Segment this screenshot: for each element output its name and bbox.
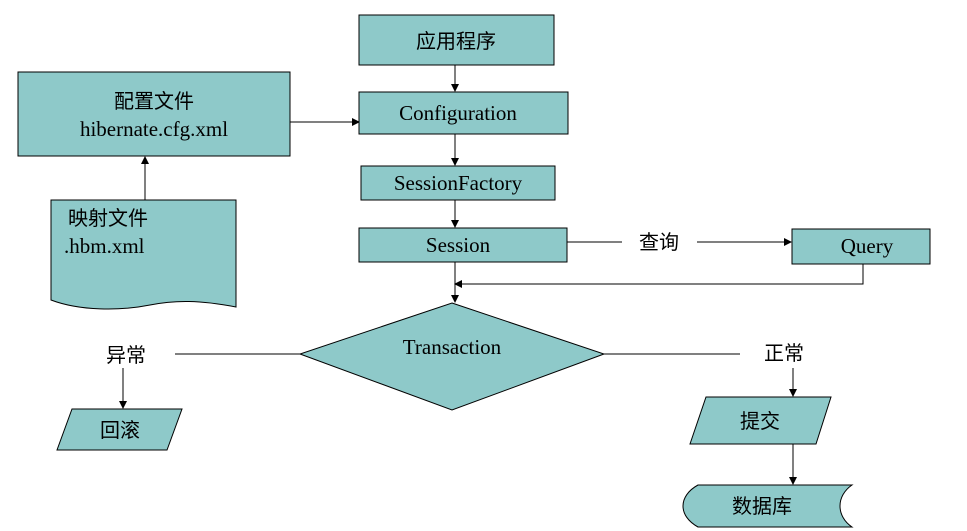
node-app: 应用程序 xyxy=(358,14,555,66)
node-session-label: Session xyxy=(426,233,491,257)
node-app-label: 应用程序 xyxy=(416,29,496,53)
node-database: 数据库 xyxy=(682,484,854,528)
node-mapping-file: 映射文件 .hbm.xml xyxy=(50,199,237,310)
node-session-factory: SessionFactory xyxy=(360,165,556,201)
node-rollback-label: 回滚 xyxy=(100,418,140,442)
node-configuration: Configuration xyxy=(358,91,569,135)
edge-label-normal: 正常 xyxy=(764,341,804,365)
node-transaction: Transaction xyxy=(298,302,606,411)
node-configuration-label: Configuration xyxy=(399,101,517,125)
edges xyxy=(119,65,864,485)
node-database-label: 数据库 xyxy=(732,494,792,518)
node-mapping-file-name: .hbm.xml xyxy=(64,234,145,258)
edge-label-exception: 异常 xyxy=(106,343,146,367)
node-mapping-file-title: 映射文件 xyxy=(68,206,148,230)
node-commit-label: 提交 xyxy=(740,409,780,433)
node-commit: 提交 xyxy=(689,396,832,445)
node-config-file-title: 配置文件 xyxy=(114,89,194,113)
edge-label-query: 查询 xyxy=(639,230,679,254)
node-session-factory-label: SessionFactory xyxy=(394,171,523,195)
node-rollback: 回滚 xyxy=(56,408,183,451)
node-query: Query xyxy=(791,228,931,265)
node-session: Session xyxy=(358,227,568,263)
node-transaction-label: Transaction xyxy=(403,335,502,359)
edge-query-return xyxy=(454,264,864,288)
node-config-file-name: hibernate.cfg.xml xyxy=(80,117,228,141)
node-config-file: 配置文件 hibernate.cfg.xml xyxy=(17,71,291,157)
node-query-label: Query xyxy=(841,234,894,258)
